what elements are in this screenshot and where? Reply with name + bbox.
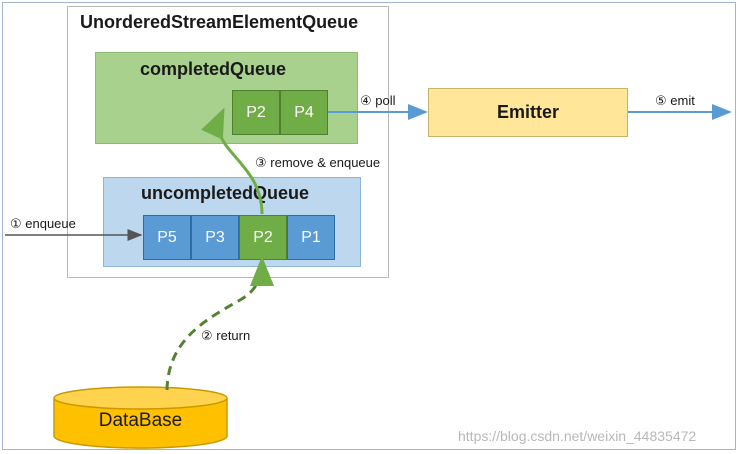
uncompleted-cell-p5: P5	[143, 215, 191, 260]
step-remove-enqueue-label: ③ remove & enqueue	[255, 155, 381, 170]
uncompleted-cell-p2: P2	[239, 215, 287, 260]
diagram-frame	[2, 2, 736, 450]
return-arrow	[165, 256, 274, 391]
completed-queue-title: completedQueue	[140, 59, 287, 79]
completed-cell-p2: P2	[232, 90, 280, 135]
remove-enqueue-arrow	[201, 107, 264, 215]
step-return-label: ② return	[201, 328, 251, 343]
uncompleted-cell-p3: P3	[191, 215, 239, 260]
database-label: DataBase	[98, 410, 183, 431]
database-cylinder	[53, 386, 228, 449]
emitter-box: Emitter	[428, 88, 628, 137]
step-enqueue-label: ① enqueue	[10, 216, 76, 231]
completed-cell-p4: P4	[280, 90, 328, 135]
step-emit-label: ⑤ emit	[655, 93, 695, 108]
uncompleted-queue-title: uncompletedQueue	[141, 183, 310, 203]
outer-queue-title: UnorderedStreamElementQueue	[80, 12, 359, 32]
step-poll-label: ④ poll	[360, 93, 396, 108]
watermark-text: https://blog.csdn.net/weixin_44835472	[458, 428, 697, 444]
uncompleted-cell-p1: P1	[287, 215, 335, 260]
